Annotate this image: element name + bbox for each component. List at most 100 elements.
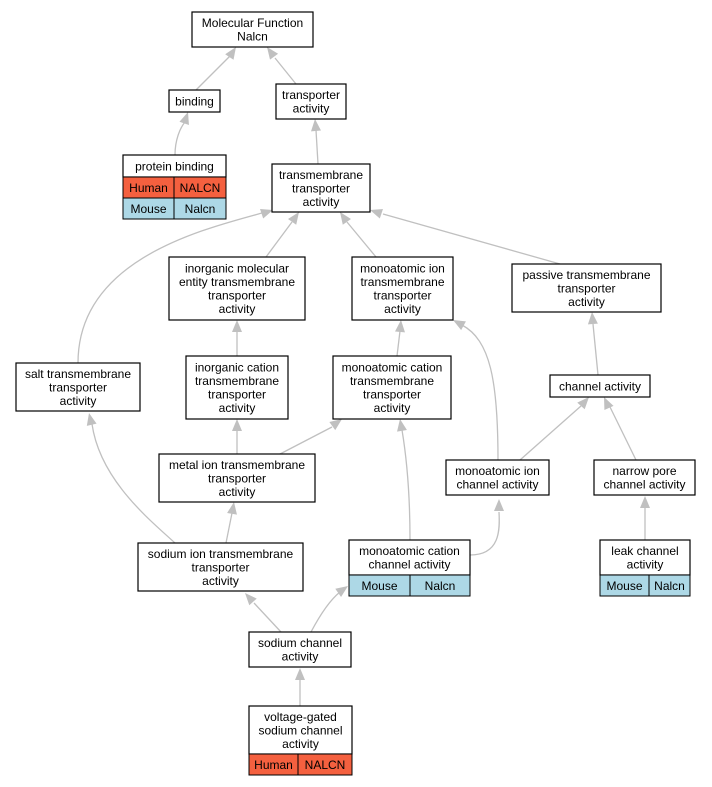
node-box xyxy=(248,631,352,668)
arrowhead-icon xyxy=(225,47,236,60)
species-label: Mouse xyxy=(361,579,397,593)
arrowhead-icon xyxy=(640,496,650,508)
arrowhead-icon xyxy=(245,593,257,606)
edge-sca-to-sita xyxy=(245,593,282,633)
node-label-line: transmembrane xyxy=(279,168,363,182)
node-label-line: activity xyxy=(627,558,664,572)
edge-line xyxy=(315,129,319,165)
node-label-line: sodium channel xyxy=(258,723,342,737)
edge-mcca-to-mica xyxy=(469,499,504,556)
node-label-line: narrow pore xyxy=(612,464,676,478)
node-label-line: channel activity xyxy=(456,478,538,492)
species-label: Human xyxy=(129,181,168,195)
node-sodium-ion-transmembrane-transporter-activity[interactable]: sodium ion transmembranetransporteractiv… xyxy=(137,542,304,592)
node-label-line: leak channel xyxy=(611,544,678,558)
edge-line xyxy=(279,426,333,455)
arrowhead-icon xyxy=(335,586,348,597)
edge-line xyxy=(519,405,582,461)
edge-sca-to-mcca xyxy=(310,586,348,633)
node-label-line: sodium ion transmembrane xyxy=(148,547,294,561)
edge-line xyxy=(461,324,499,461)
arrowhead-icon xyxy=(179,112,189,125)
arrowhead-icon xyxy=(587,312,598,325)
node-label-line: Molecular Function xyxy=(202,16,303,30)
node-label-line: transmembrane xyxy=(350,374,434,388)
edge-line xyxy=(225,512,233,544)
node-label-line: protein binding xyxy=(135,159,214,173)
edge-line xyxy=(382,213,561,265)
node-label-line: activity xyxy=(219,302,256,316)
arrowhead-icon xyxy=(604,397,614,410)
arrowhead-icon xyxy=(295,668,305,680)
node-label-line: entity transmembrane xyxy=(179,275,295,289)
node-box xyxy=(191,11,314,48)
edge-mica-to-mita xyxy=(453,320,499,461)
node-monoatomic-ion-transmembrane-transporter-activity[interactable]: monoatomic iontransmembranetransporterac… xyxy=(351,256,454,321)
arrowhead-icon xyxy=(370,209,383,219)
edge-line xyxy=(310,591,341,633)
node-monoatomic-cation-transmembrane-transporter-activity[interactable]: monoatomic cationtransmembranetransporte… xyxy=(332,355,452,420)
node-label-line: binding xyxy=(175,94,214,108)
edge-mica-to-ca xyxy=(519,397,589,461)
species-label: Human xyxy=(254,758,293,772)
edge-binding-to-mf xyxy=(195,47,236,91)
node-box xyxy=(599,539,691,576)
arrowhead-icon xyxy=(395,320,405,333)
node-label-line: transmembrane xyxy=(360,275,444,289)
edge-meta-to-icta xyxy=(232,419,242,454)
edge-pb-to-binding xyxy=(174,112,189,156)
edge-salt-to-tta xyxy=(77,209,273,364)
node-label-line: transporter xyxy=(191,560,249,574)
node-box xyxy=(593,459,696,496)
node-label-line: transporter xyxy=(208,471,266,485)
edge-line xyxy=(265,221,293,258)
edge-npca-to-ca xyxy=(604,397,637,461)
node-label-line: channel activity xyxy=(368,558,450,572)
species-label: Mouse xyxy=(606,579,642,593)
edge-mcta-to-mita xyxy=(395,320,405,357)
node-box xyxy=(248,705,353,755)
node-label-line: transporter xyxy=(557,281,615,295)
edge-meta-to-mcta xyxy=(279,419,342,455)
node-inorganic-cation-transmembrane-transporter-activity[interactable]: inorganic cationtransmembranetransporter… xyxy=(185,355,289,420)
node-channel-activity[interactable]: channel activity xyxy=(549,374,651,398)
node-label-line: monoatomic cation xyxy=(342,361,443,375)
edge-line xyxy=(253,602,282,633)
node-label-line: activity xyxy=(219,401,256,415)
edge-ptta-to-tta xyxy=(370,209,561,265)
edge-line xyxy=(174,121,186,156)
gene-label: NALCN xyxy=(305,758,346,772)
edge-mcca-to-mcta xyxy=(397,419,411,541)
edge-vgsca-to-sca xyxy=(295,668,305,706)
node-binding[interactable]: binding xyxy=(168,89,221,113)
edge-sita-to-salt xyxy=(86,413,176,544)
edge-imeta-to-tta xyxy=(265,212,299,258)
arrowhead-icon xyxy=(311,119,321,132)
edge-line xyxy=(401,429,411,541)
node-box xyxy=(168,89,221,113)
node-label-line: monoatomic ion xyxy=(360,262,445,276)
edge-line xyxy=(346,221,377,258)
gene-label: NALCN xyxy=(180,181,221,195)
arrowhead-icon xyxy=(227,502,237,515)
node-metal-ion-transmembrane-transporter-activity[interactable]: metal ion transmembranetransporteractivi… xyxy=(158,453,316,503)
node-label-line: transporter xyxy=(49,380,107,394)
edge-line xyxy=(609,406,637,461)
node-label-line: transporter xyxy=(292,181,350,195)
node-box xyxy=(185,355,289,420)
gene-label: Nalcn xyxy=(654,579,685,593)
